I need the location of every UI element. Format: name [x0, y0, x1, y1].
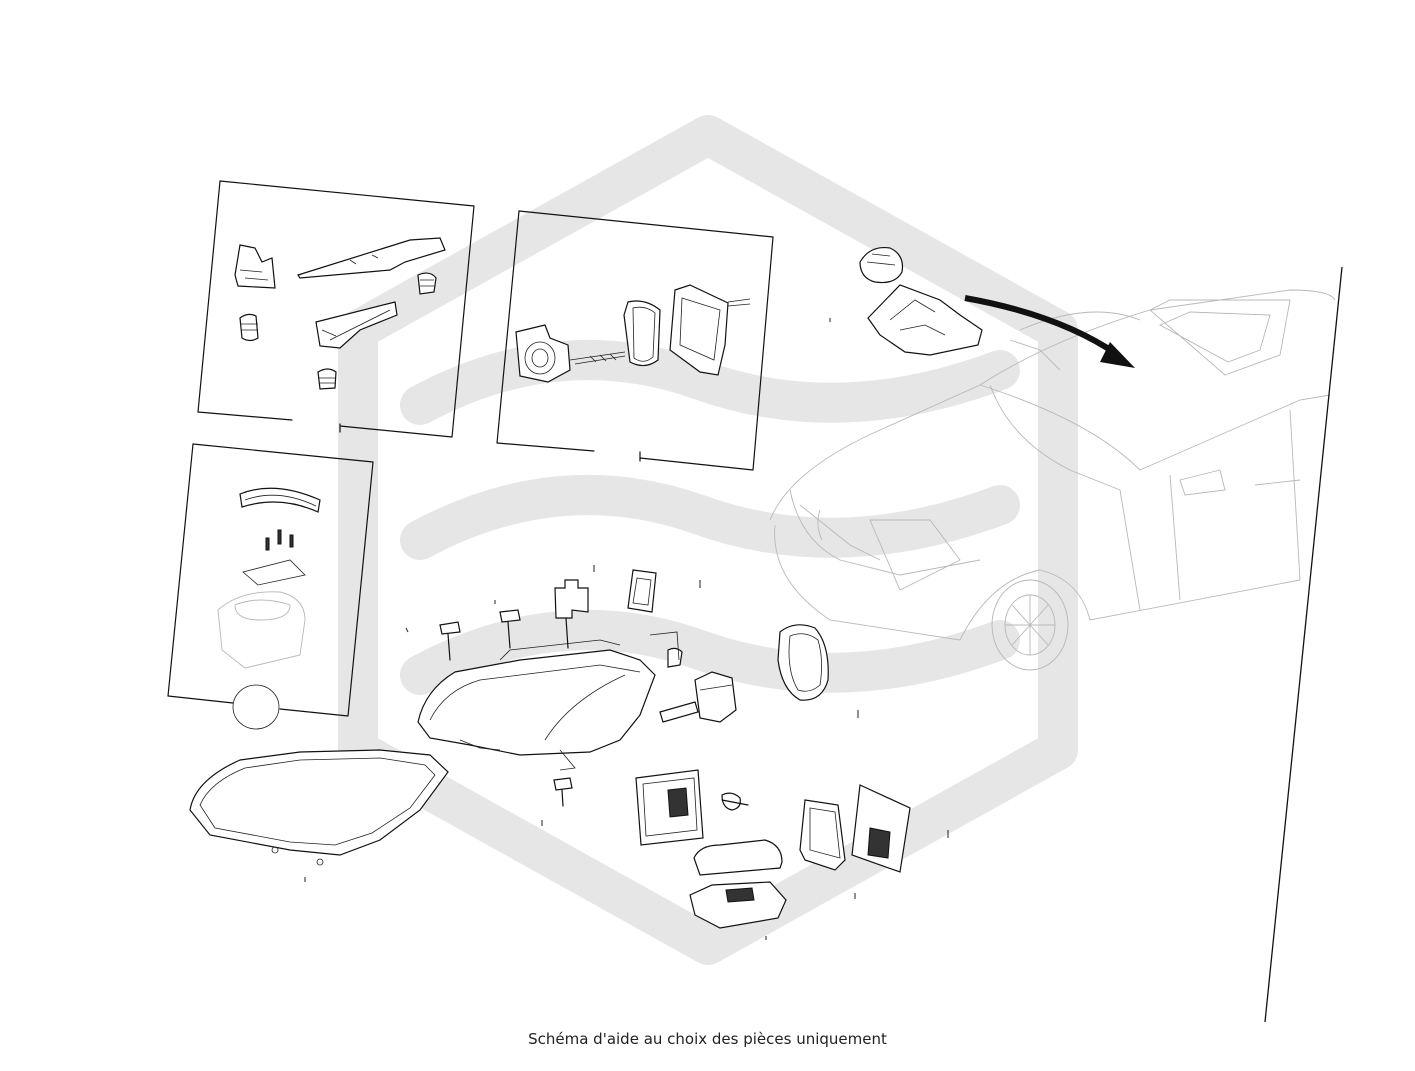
box-bracket-set	[197, 180, 475, 438]
label-parts	[554, 569, 680, 661]
box-projector-module	[167, 443, 374, 730]
box-leveling-motor	[496, 210, 774, 471]
border-line	[1264, 266, 1343, 1023]
tick-marks	[304, 318, 949, 940]
bolts	[439, 609, 749, 811]
watermark-logo	[338, 115, 1078, 965]
cover-part	[859, 246, 983, 356]
bulb-igniter	[659, 624, 829, 723]
location-arrow	[964, 295, 1135, 368]
ballast-modules	[635, 769, 911, 929]
diagram-caption: Schéma d'aide au choix des pièces unique…	[528, 1030, 887, 1048]
headlight-housing	[417, 639, 656, 771]
car-outline	[769, 289, 1336, 671]
headlight-lens	[189, 749, 449, 866]
